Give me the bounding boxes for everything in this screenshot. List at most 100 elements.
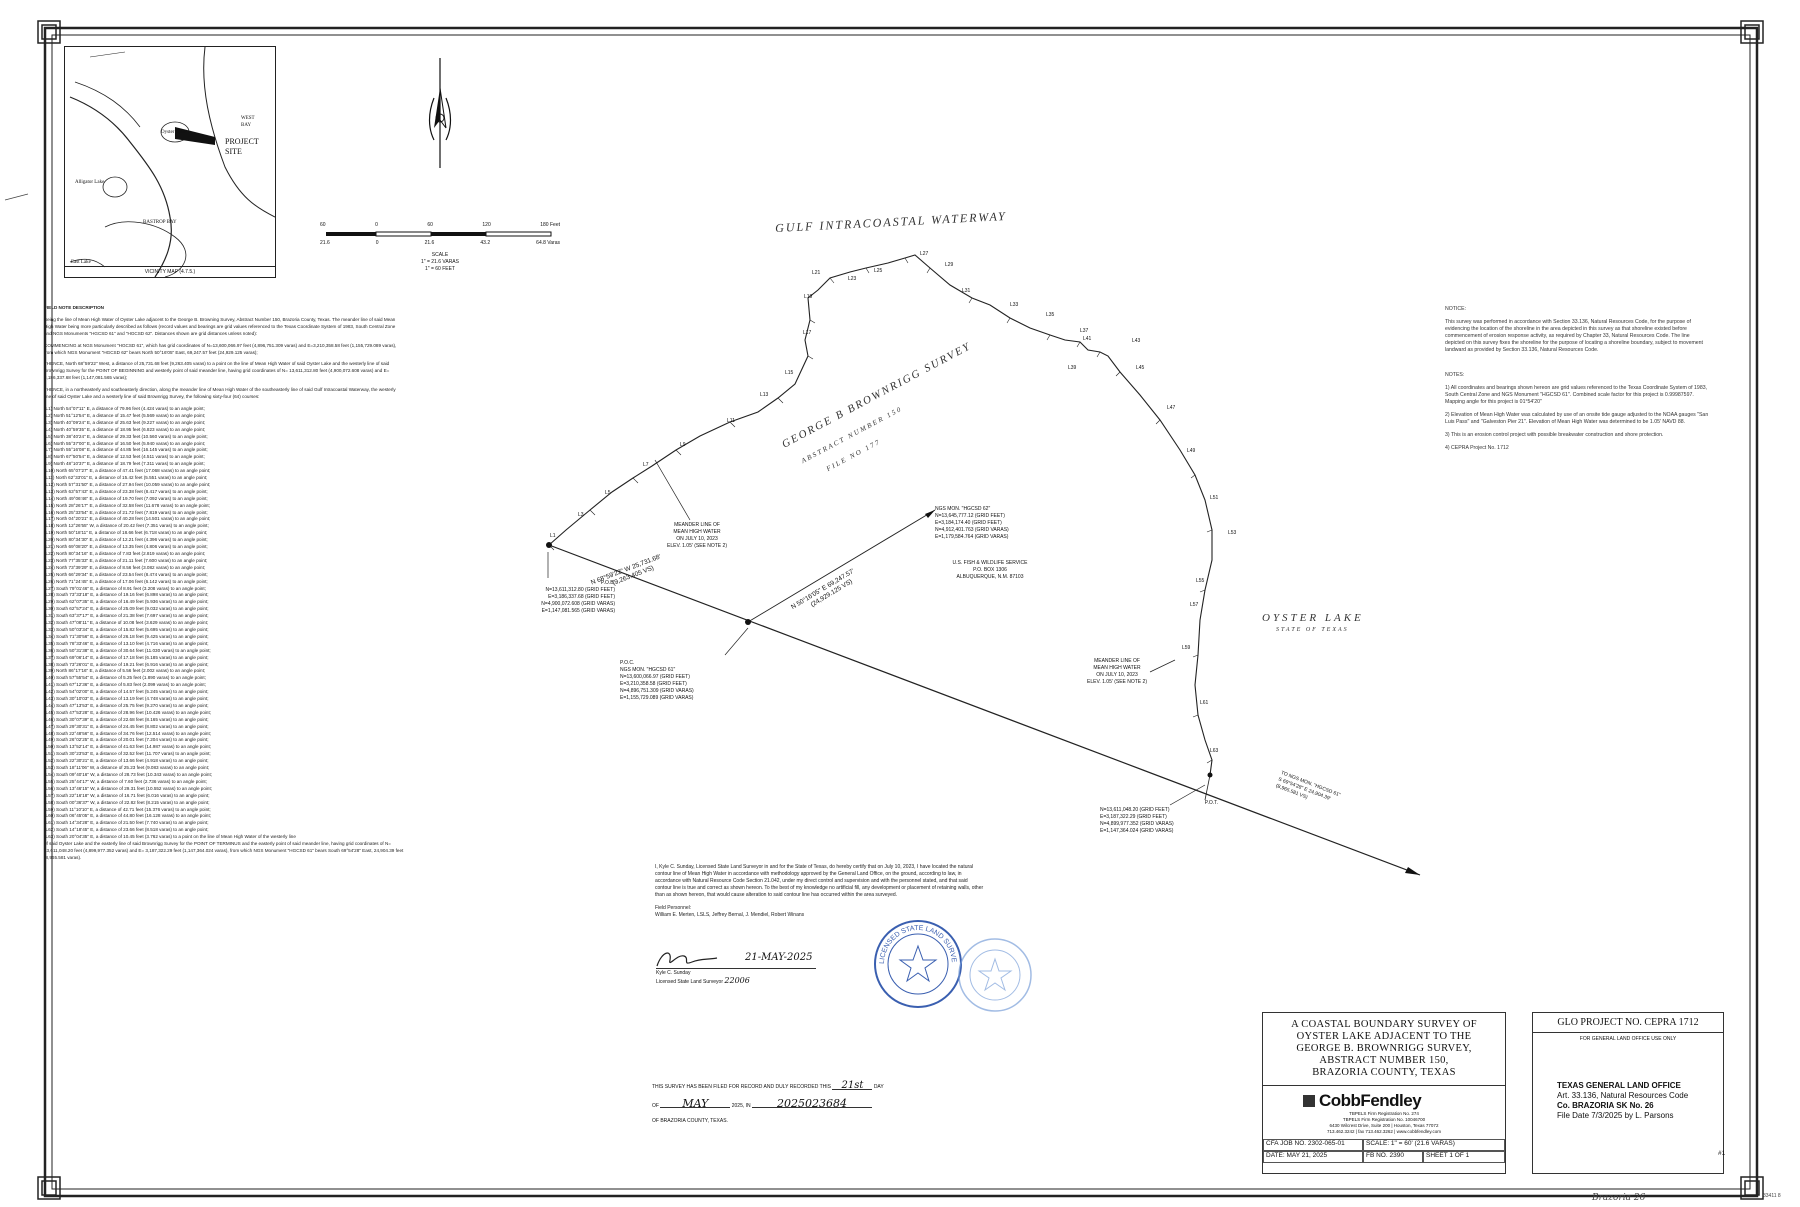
course-call: (L20) North 80°34'30" E, a distance of 1…: [44, 537, 208, 543]
callout-line: N=4,899,977.352 (GRID VARAS): [1100, 821, 1174, 827]
certification-text: I, Kyle C. Sunday, Licensed State Land S…: [655, 864, 984, 898]
course-call: (L37) South 69°06'14" E, a distance of 1…: [44, 654, 209, 660]
course-call: (L1) North 54°07'11" E, a distance of 79…: [44, 405, 205, 411]
recording-year: 2025, IN: [731, 1103, 751, 1109]
course-call: (L31) South 63°37'17" E, a distance of 2…: [44, 613, 209, 619]
line-label: L41: [1083, 336, 1092, 342]
recording-month: MAY: [660, 1098, 731, 1109]
job-info-grid: CFA JOB NO. 2302-065-01 SCALE: 1" = 60' …: [1263, 1139, 1505, 1173]
scale-tick-feet: 180 Feet: [540, 222, 560, 228]
line-label: L1: [550, 533, 556, 539]
scale-tick-varas: 64.8 Varas: [536, 240, 560, 246]
course-call: (L36) South 50°31'38" E, a distance of 3…: [44, 647, 211, 653]
line-label: L51: [1210, 495, 1219, 501]
note-item: 3) This is an erosion control project wi…: [1445, 432, 1664, 438]
callout-line: E=1,147,364.024 (GRID VARAS): [1100, 828, 1174, 834]
course-call: (L50) South 13°52'14" E, a distance of 4…: [44, 744, 212, 750]
course-call: (L45) South 47°53'28" E, a distance of 2…: [44, 709, 212, 715]
stamp-line: File Date 7/3/2025 by L. Parsons: [1557, 1111, 1674, 1120]
survey-title: A COASTAL BOUNDARY SURVEY OF OYSTER LAKE…: [1263, 1019, 1505, 1079]
course-call: (L44) South 47°13'53" E, a distance of 2…: [44, 702, 209, 708]
line-label: L21: [812, 270, 821, 276]
owner-callout: U.S. FISH & WILDLIFE SERVICE P.O. BOX 13…: [935, 560, 1045, 581]
field-notes-heading: FIELD NOTE DESCRIPTION: [44, 305, 104, 310]
seal-text: LICENSED STATE LAND SURVEYOR: [872, 918, 957, 964]
course-calls-list: (L1) North 54°07'11" E, a distance of 79…: [44, 406, 404, 841]
course-call: (L12) North 57°31'50" E, a distance of 2…: [44, 481, 211, 487]
course-call: (L40) South 57°55'54" E, a distance of 5…: [44, 675, 206, 681]
field-notes-para: COMMENCING at NGS Monument "HGCSD 61", w…: [44, 342, 397, 355]
course-call: (L57) South 22°16'18" W, a distance of 1…: [44, 792, 210, 798]
course-call: (L10) North 65°07'27" E, a distance of 4…: [44, 468, 211, 474]
line-label: L19: [804, 294, 813, 300]
pot-marker: [1207, 772, 1213, 778]
course-call: (L35) South 78°33'46" E, a distance of 1…: [44, 640, 209, 646]
line-label: L9: [680, 442, 686, 448]
line-label: L39: [1068, 365, 1077, 371]
recording-prefix: THIS SURVEY HAS BEEN FILED FOR RECORD AN…: [652, 1084, 832, 1090]
course-call: (L2) North 51°12'54" E, a distance of 15…: [44, 412, 206, 418]
notes-heading: NOTES:: [1445, 372, 1465, 378]
course-call: (L15) North 28°26'17" E, a distance of 3…: [44, 502, 210, 508]
job-number: CFA JOB NO. 2302-065-01: [1263, 1139, 1363, 1151]
sheet-scale: SCALE: 1" = 60' (21.6 VARAS): [1363, 1139, 1505, 1151]
note-item: 4) CEPRA Project No. 1712: [1445, 445, 1509, 451]
tie-line-main: [548, 544, 1421, 876]
line-label: L49: [1187, 448, 1196, 454]
scale-ratio-varas: 1" = 21.6 VARAS: [421, 259, 459, 265]
pob-marker: [546, 542, 552, 548]
callout-line: U.S. FISH & WILDLIFE SERVICE: [952, 560, 1028, 566]
ngs62-callout: NGS MON. "HGCSD 62" N=13,645,777.12 (GRI…: [935, 506, 1055, 541]
callout-line: E=1,147,081.565 (GRID VARAS): [541, 608, 615, 614]
vicinity-caption: VICINITY MAP (4.7.5.): [65, 266, 275, 276]
company-line: TBPELS Firm Registration No. 10046700: [1342, 1117, 1426, 1122]
callout-line: P.O. BOX 1306: [973, 567, 1007, 573]
scale-tick-varas: 0: [375, 240, 379, 246]
line-label: L23: [848, 276, 857, 282]
callout-line: ON JULY 10, 2023: [676, 536, 718, 542]
lake-sublabel: STATE OF TEXAS: [1276, 627, 1349, 633]
signature-date: 21-MAY-2025: [745, 952, 813, 963]
course-call: (L6) North 55°37'00" E, a distance of 16…: [44, 440, 206, 446]
callout-line: N=13,611,312.80 (GRID FEET): [545, 587, 615, 593]
line-label: L57: [1190, 602, 1199, 608]
scale-tick-varas: 43.2: [480, 240, 491, 246]
callout-line: NGS MON. "HGCSD 61": [620, 667, 676, 673]
course-call: (L60) South 06°45'05" E, a distance of 4…: [44, 813, 212, 819]
vicinity-label: PROJECT SITE: [225, 137, 259, 156]
line-label: L17: [803, 330, 812, 336]
scale-tick-varas: 21.6: [424, 240, 435, 246]
vicinity-map: Oyster Lake WEST BAY PROJECT SITE Alliga…: [64, 46, 276, 278]
meander-callout-right: MEANDER LINE OF MEAN HIGH WATER ON JULY …: [1062, 658, 1172, 686]
field-notes-para: Being the line of Mean High Water of Oys…: [44, 316, 396, 336]
meander-callout-left: MEANDER LINE OF MEAN HIGH WATER ON JULY …: [642, 522, 752, 550]
line-label: L3: [578, 512, 584, 518]
course-call: (L30) South 62°57'24" E, a distance of 2…: [44, 606, 209, 612]
company-line: 6430 Wilcrest Drive, Suite 200 | Houston…: [1329, 1123, 1439, 1128]
field-notes-closing: of said Oyster Lake and the easterly lin…: [44, 841, 404, 860]
surveyor-signature-block: Kyle C. Sunday Licensed State Land Surve…: [656, 968, 816, 986]
surveyor-name: Kyle C. Sunday: [656, 970, 691, 976]
callout-line: E=3,210,358.58 (GRID FEET): [620, 681, 687, 687]
recording-day-label: DAY: [873, 1084, 884, 1090]
scale-tick-feet: 60: [427, 222, 433, 228]
line-label: L45: [1136, 365, 1145, 371]
callout-line: N=4,900,072.608 (GRID VARAS): [541, 601, 615, 607]
field-personnel-label: Field Personnel:: [655, 905, 692, 911]
line-label: L33: [1010, 302, 1019, 308]
stamp-line: TEXAS GENERAL LAND OFFICE: [1557, 1081, 1681, 1090]
line-label: L5: [605, 490, 611, 496]
course-call: (L29) South 62°07'35" E, a distance of 1…: [44, 599, 209, 605]
course-call: (L46) South 30°07'39" E, a distance of 2…: [44, 716, 209, 722]
course-call: (L61) South 14°34'28" E, a distance of 2…: [44, 820, 209, 826]
line-label: L59: [1182, 645, 1191, 651]
course-call: (L21) North 69°08'20" E, a distance of 1…: [44, 544, 208, 550]
corner-mark: #1: [1718, 1150, 1726, 1157]
pot-callout: P.O.T. N=13,611,048.20 (GRID FEET) E=3,1…: [1100, 800, 1218, 835]
callout-line: E=3,187,322.29 (GRID FEET): [1100, 814, 1167, 820]
scale-ratio-feet: 1" = 60 FEET: [425, 266, 455, 272]
callout-line: ALBUQUERQUE, N.M. 87103: [956, 574, 1024, 580]
course-call: (L26) North 71°24'45" E, a distance of 1…: [44, 578, 208, 584]
callout-line: N=13,645,777.12 (GRID FEET): [935, 513, 1005, 519]
